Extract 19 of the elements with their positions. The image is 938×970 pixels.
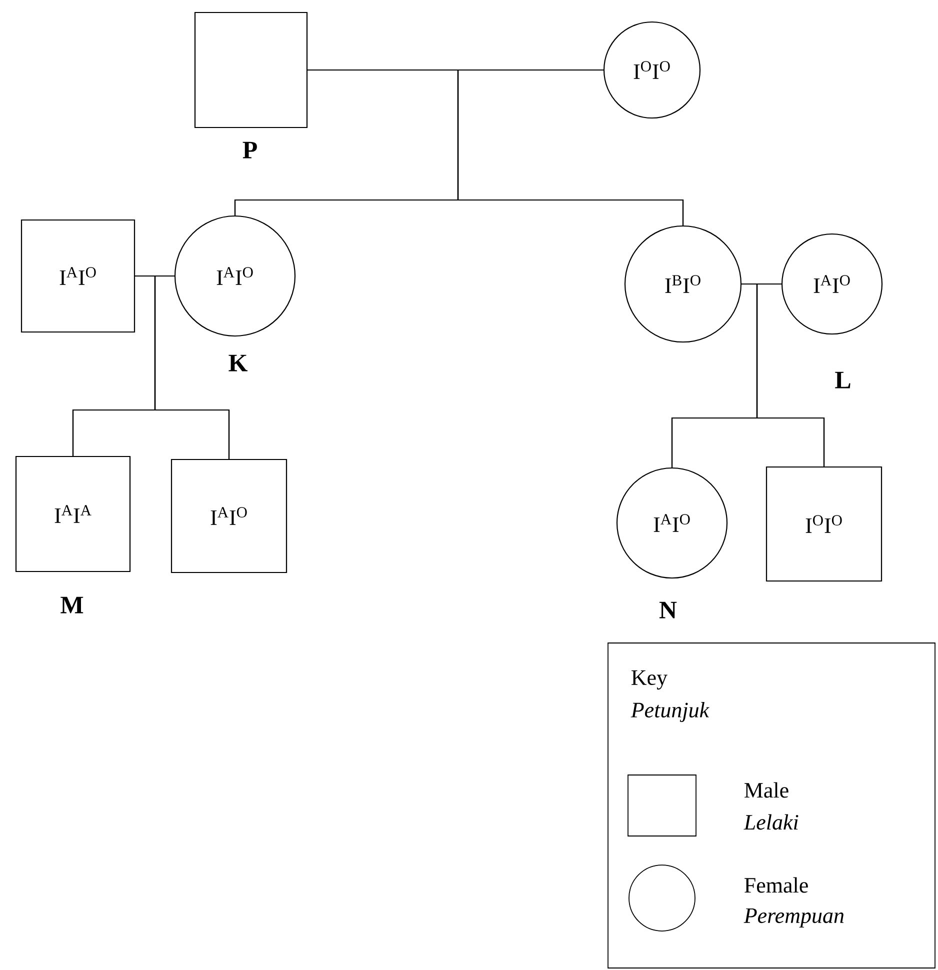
descent-line: [457, 69, 684, 226]
male-square: I$^{A}$I$^{O}$: [20, 219, 136, 333]
legend-text: Female: [744, 877, 808, 893]
individual-label: L: [835, 372, 850, 388]
individual-label: P: [242, 142, 257, 158]
male-square: I$^{A}$I$^{A}$: [15, 456, 131, 572]
male-square: I$^{O}$I$^{O}$: [766, 466, 882, 582]
descent-line: [756, 283, 825, 466]
legend-text: Lelaki: [744, 814, 798, 830]
legend-text: Male: [744, 782, 788, 798]
male-square: I$^{A}$I$^{O}$: [170, 458, 288, 574]
male-square: [194, 12, 308, 128]
individual-label: N: [659, 602, 677, 618]
legend-text: Perempuan: [744, 908, 844, 928]
legend-title: Petunjuk: [630, 702, 710, 722]
descent-line: [154, 275, 230, 459]
legend-title: Key: [632, 670, 668, 690]
individual-label: M: [60, 596, 84, 614]
individual-label: K: [228, 354, 248, 372]
